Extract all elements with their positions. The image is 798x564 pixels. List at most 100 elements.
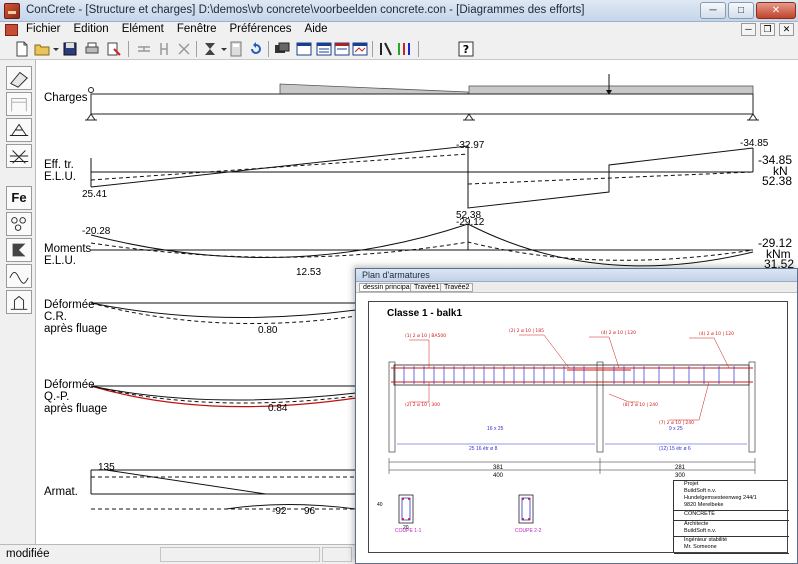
wave-icon[interactable]: [6, 264, 32, 288]
plan-stirrup-label-2: 9 x 25: [669, 426, 683, 432]
open-folder-icon[interactable]: [34, 41, 50, 57]
tb-city: 9820 Merelbeke: [684, 502, 724, 508]
moments-side-min: 31.52: [764, 257, 795, 271]
rebar-drawing: (1) 2 ø 10 | BA500 (2) 2 ø 10 | 300 (2) …: [388, 328, 756, 474]
window-view-3-icon[interactable]: [334, 41, 350, 57]
svg-text:(4) 2 ø 10 | 120: (4) 2 ø 10 | 120: [699, 331, 734, 337]
moments-peak-value: -29.12: [456, 217, 485, 228]
window-view-2-icon[interactable]: [316, 41, 332, 57]
tb-company: BuildSoft n.v.: [684, 488, 716, 494]
rebar-plan-window[interactable]: Plan d'armatures dessin principal Travée…: [355, 268, 798, 564]
beam-view-icon[interactable]: [6, 66, 32, 90]
close-button[interactable]: ✕: [756, 2, 796, 19]
rebar-color-icon[interactable]: [396, 41, 412, 57]
section-icon[interactable]: [202, 41, 218, 57]
new-file-icon[interactable]: [14, 41, 30, 57]
section-label-2: COUPE 2-2: [515, 528, 542, 534]
menu-preferences[interactable]: Préférences: [229, 23, 292, 35]
section-dropdown-icon[interactable]: [216, 41, 232, 57]
deformation-cr-label-3: après fluage: [44, 323, 108, 335]
chevron-down-icon[interactable]: [48, 41, 64, 57]
armat-diagram: [90, 469, 357, 510]
menu-fenetre[interactable]: Fenêtre: [176, 23, 217, 35]
deformation-cr-diagram: [90, 302, 357, 325]
menu-aide[interactable]: Aide: [304, 23, 328, 35]
armat-bottom-value-2: 96: [304, 506, 316, 517]
refresh-icon[interactable]: [248, 41, 264, 57]
grid-view-icon[interactable]: [6, 144, 32, 168]
support-icon[interactable]: [6, 290, 32, 314]
document-icon[interactable]: [5, 24, 18, 36]
section-label-1: COUPE 1-1: [395, 528, 422, 534]
title-block-architect: Architecte BuildSoft n.v.: [674, 521, 789, 537]
help-icon[interactable]: ?: [458, 41, 474, 57]
svg-text:(1) 2 ø 10 | BA500: (1) 2 ø 10 | BA500: [405, 333, 446, 339]
deformation-qp-label: Déformée: [44, 379, 95, 391]
menu-element[interactable]: Elément: [121, 23, 164, 35]
tb-address: Hundelgemsesteenweg 244/1: [684, 495, 757, 501]
drawing-sheet[interactable]: Classe 1 - balk1: [368, 301, 789, 554]
moments-span-value: 12.53: [296, 267, 322, 278]
deformation-qp-label-2: Q.-P.: [44, 391, 70, 403]
section-circles-icon[interactable]: [6, 212, 32, 236]
window-view-4-icon[interactable]: [352, 41, 368, 57]
shear-right-value: -34.85: [740, 138, 769, 149]
column-tool-icon[interactable]: [156, 41, 172, 57]
load-section-icon[interactable]: [6, 238, 32, 262]
plan-dim-span1: 400: [493, 473, 504, 479]
svg-text:?: ?: [463, 43, 469, 56]
status-text: modifiée: [6, 548, 50, 560]
window-view-1-icon[interactable]: [296, 41, 312, 57]
cross-sections: [398, 494, 534, 524]
minimize-button[interactable]: ─: [700, 2, 726, 19]
tab-travee1[interactable]: Travée1: [410, 283, 444, 292]
tab-dessin-principal[interactable]: dessin principal: [359, 283, 416, 292]
deformation-cr-value: 0.80: [258, 325, 278, 336]
plan-stirrup-count-2: (12) 15 étr ø 6: [659, 446, 691, 452]
shear-side-min: 52.38: [762, 174, 793, 188]
moments-side-max: -29.12: [758, 236, 793, 250]
menu-bar: Fichier Edition Elément Fenêtre Préféren…: [0, 22, 798, 38]
tb-project-label: Projet: [684, 481, 699, 487]
charges-label: Charges: [44, 92, 88, 104]
mdi-close-button[interactable]: ✕: [779, 23, 794, 36]
rebar-plan-tabs: dessin principal Travée1 Travée2: [356, 282, 797, 293]
title-block-project: Projet BuildSoft n.v. Hundelgemsesteenwe…: [674, 481, 789, 511]
calculator-icon[interactable]: [228, 41, 244, 57]
print-icon[interactable]: [84, 41, 100, 57]
armat-value: 135: [98, 462, 115, 473]
plan-stirrup-label-1: 16 x 25: [487, 426, 504, 432]
rebar-plan-title: Plan d'armatures: [362, 270, 430, 280]
menu-fichier[interactable]: Fichier: [26, 23, 61, 35]
tb-architect-label: Architecte: [684, 521, 709, 527]
menu-edition[interactable]: Edition: [73, 23, 109, 35]
plan-stirrup-count-1: 25 16 étr ø 8: [469, 446, 498, 452]
window-title: ConCrete - [Structure et charges] D:\dem…: [26, 4, 585, 16]
moments-left-value: -20.28: [82, 226, 111, 237]
rebar-tool-icon[interactable]: [378, 41, 394, 57]
tab-travee2[interactable]: Travée2: [440, 283, 474, 292]
tb-engineer: Mr. Someone: [684, 544, 717, 550]
frame-view-icon[interactable]: [6, 92, 32, 116]
svg-text:(7) 2 ø 10 | 240: (7) 2 ø 10 | 240: [659, 420, 694, 426]
svg-text:(2) 2 ø 10 | 185: (2) 2 ø 10 | 185: [509, 328, 544, 334]
layers-icon[interactable]: [274, 41, 290, 57]
toolbar: ?: [0, 38, 798, 60]
mdi-restore-button[interactable]: ❐: [760, 23, 775, 36]
cross-tool-icon[interactable]: [176, 41, 192, 57]
truss-view-icon[interactable]: [6, 118, 32, 142]
beam-tool-icon[interactable]: [136, 41, 152, 57]
save-icon[interactable]: [62, 41, 78, 57]
title-bar: ConCrete - [Structure et charges] D:\dem…: [0, 0, 798, 22]
moments-label-elu: E.L.U.: [44, 255, 76, 267]
tb-engineer-label: Ingénieur stabilité: [684, 537, 728, 543]
maximize-button[interactable]: □: [728, 2, 754, 19]
print-preview-icon[interactable]: [106, 41, 122, 57]
deformation-cr-label-2: C.R.: [44, 311, 67, 323]
shear-peak-value: -32.97: [456, 140, 485, 151]
app-icon[interactable]: [4, 3, 20, 19]
reinforcement-fe-button[interactable]: Fe: [6, 186, 32, 210]
plan-dim-span2-sub: 281: [675, 465, 686, 471]
mdi-minimize-button[interactable]: ─: [741, 23, 756, 36]
plan-dim-span2: 300: [675, 473, 686, 479]
